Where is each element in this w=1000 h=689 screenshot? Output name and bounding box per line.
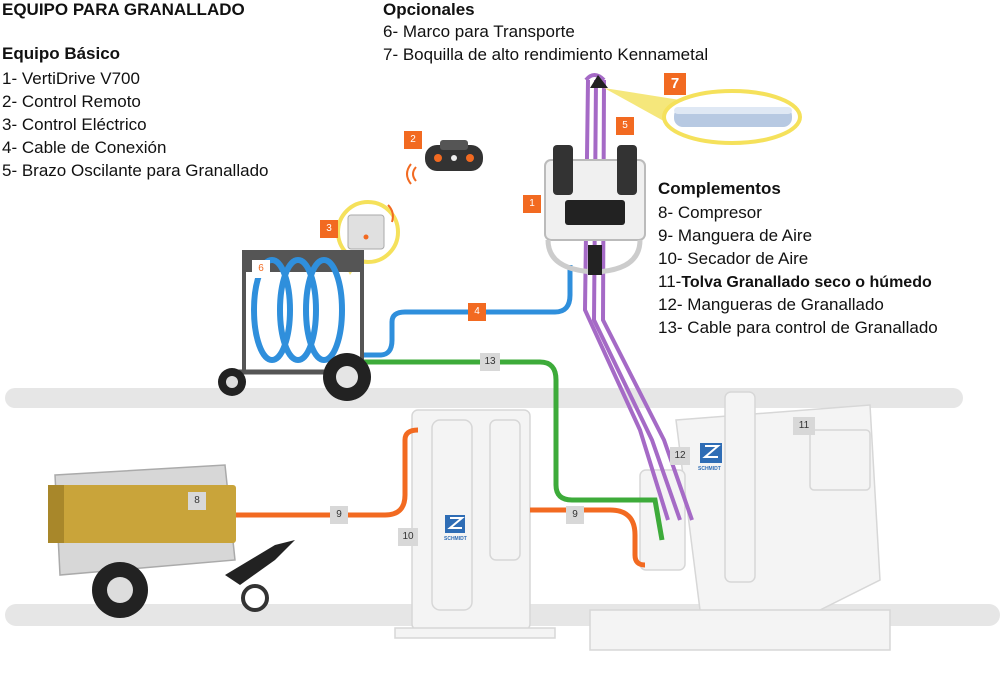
basic-item-5: 5- Brazo Oscilante para Granallado [2, 161, 269, 180]
complement-item-13: 13- Cable para control de Granallado [658, 318, 938, 337]
basic-item-3: 3- Control Eléctrico [2, 115, 147, 134]
air-dryer-outline [394, 409, 556, 639]
basic-item-1: 1- VertiDrive V700 [2, 69, 140, 88]
control-cable [360, 359, 665, 541]
vertidrive-v700 [544, 145, 646, 275]
badge-9-left: 9 [330, 506, 348, 524]
optional-item-6: 6- Marco para Transporte [383, 22, 575, 41]
floor-strip-upper [5, 388, 963, 408]
basic-equipment-heading: Equipo Básico [2, 44, 121, 63]
badge-12: 12 [670, 447, 690, 465]
air-hose-compressor-dryer [236, 427, 419, 518]
complement-item-9: 9- Manguera de Aire [658, 226, 813, 245]
blast-hopper-outline [589, 391, 891, 651]
complement-item-11-text: Tolva Granallado seco o húmedo [681, 274, 932, 291]
air-hose-dryer-hopper [530, 507, 646, 568]
badge-5: 5 [616, 117, 634, 135]
complement-item-11: 11-Tolva Granallado seco o húmedo [658, 270, 932, 294]
badge-4: 4 [468, 303, 486, 321]
badge-6: 6 [252, 260, 270, 278]
badge-11: 11 [793, 417, 815, 435]
badge-3: 3 [320, 220, 338, 238]
swing-arm [590, 75, 608, 88]
connection-cable [360, 265, 573, 358]
complement-item-11-prefix: 11- [658, 272, 682, 291]
complement-item-10: 10- Secador de Aire [658, 249, 809, 268]
remote-control [406, 140, 483, 185]
badge-1: 1 [523, 195, 541, 213]
optional-heading: Opcionales [383, 0, 475, 19]
badge-7: 7 [664, 73, 686, 95]
badge-9-right: 9 [566, 506, 584, 524]
diagram-title: EQUIPO PARA GRANALLADO [2, 0, 245, 19]
compressor [48, 464, 295, 618]
badge-10: 10 [398, 528, 418, 546]
complements-heading: Complementos [658, 179, 781, 198]
schmidt-logo-hopper-text: SCHMIDT [698, 466, 721, 472]
complement-item-12: 12- Mangueras de Granallado [658, 295, 884, 314]
transport-frame [218, 250, 371, 401]
complement-item-8: 8- Compresor [658, 203, 762, 222]
badge-13: 13 [480, 353, 500, 371]
badge-8: 8 [188, 492, 206, 510]
kennametal-nozzle-callout [604, 88, 802, 145]
badge-2: 2 [404, 131, 422, 149]
schmidt-logo-dryer-text: SCHMIDT [444, 536, 467, 542]
schmidt-logo-hopper [700, 443, 722, 463]
schmidt-logo-dryer [445, 515, 465, 533]
electrical-control-callout [336, 200, 400, 275]
basic-item-4: 4- Cable de Conexión [2, 138, 167, 157]
optional-item-7: 7- Boquilla de alto rendimiento Kennamet… [383, 45, 709, 64]
basic-item-2: 2- Control Remoto [2, 92, 141, 111]
